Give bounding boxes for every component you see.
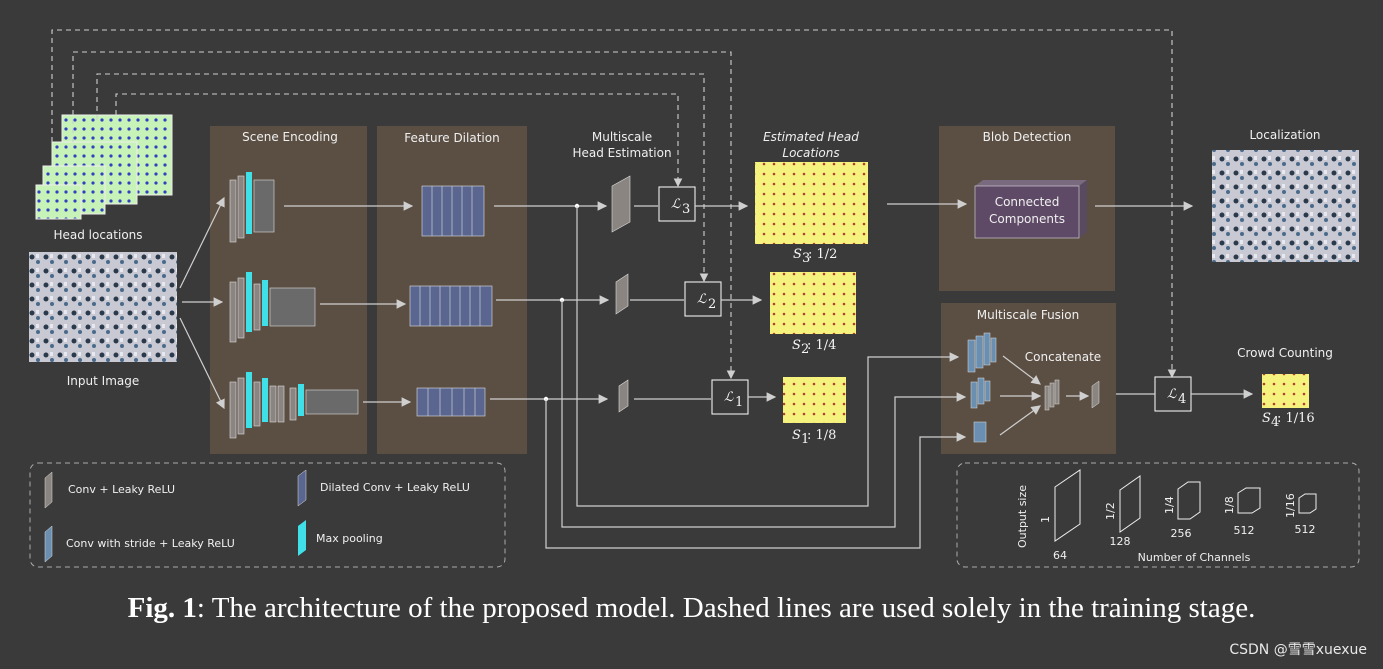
svg-text:ℒ: ℒ xyxy=(697,292,707,307)
localization-title: Localization xyxy=(1249,128,1320,142)
svg-text:ℒ: ℒ xyxy=(1167,387,1177,402)
svg-text:: 1/8: : 1/8 xyxy=(807,428,836,443)
svg-text:: 1/16: : 1/16 xyxy=(1277,411,1315,426)
connected-components-box: Connected Components xyxy=(974,180,1087,239)
svg-text:1/4: 1/4 xyxy=(1163,496,1176,514)
loss-box-2: ℒ 2 xyxy=(684,281,722,317)
heatmap-s4 xyxy=(1262,374,1309,408)
heatmap-s3 xyxy=(755,162,868,244)
svg-text:2: 2 xyxy=(801,342,809,357)
loss-box-3: ℒ 3 xyxy=(658,186,696,222)
svg-text:S: S xyxy=(793,247,802,262)
dilation-block-2 xyxy=(409,285,493,327)
size-legend xyxy=(956,462,1360,568)
encoder-branch-3 xyxy=(229,372,359,439)
estimated-head-title-1: Estimated Head xyxy=(763,130,859,144)
caption-text: : The architecture of the proposed model… xyxy=(196,592,1256,624)
scale-label-s2: S 2 : 1/4 xyxy=(792,338,836,357)
multiscale-head-title-2: Head Estimation xyxy=(572,146,671,160)
svg-text:S: S xyxy=(792,338,801,353)
svg-text:512: 512 xyxy=(1234,524,1255,537)
legend-pool: Max pooling xyxy=(316,532,383,545)
loss-2-sub: 2 xyxy=(708,297,716,312)
svg-text:1: 1 xyxy=(1039,516,1052,523)
legend-dilated: Dilated Conv + Leaky ReLU xyxy=(320,481,470,494)
scale-label-s1: S 1 : 1/8 xyxy=(792,428,836,447)
svg-text:128: 128 xyxy=(1110,535,1131,548)
dilation-block-3 xyxy=(416,387,486,417)
svg-text:S: S xyxy=(792,428,801,443)
svg-text:1/2: 1/2 xyxy=(1104,502,1117,520)
svg-text:1/8: 1/8 xyxy=(1223,496,1236,514)
fusion-stride-2 xyxy=(970,377,991,409)
legend-stride: Conv with stride + Leaky ReLU xyxy=(66,537,235,550)
head-locations-label: Head locations xyxy=(53,228,142,242)
loss-1-sub: 1 xyxy=(735,395,743,410)
svg-text:: 1/2: : 1/2 xyxy=(808,247,837,262)
head-conv-1 xyxy=(618,379,629,413)
loss-4-sub: 4 xyxy=(1178,392,1186,407)
concat-block xyxy=(1044,379,1060,411)
svg-text:3: 3 xyxy=(802,251,810,266)
blob-detection-title: Blob Detection xyxy=(983,130,1072,144)
layer-legend xyxy=(29,462,506,568)
multiscale-head-title-1: Multiscale xyxy=(592,130,652,144)
loss-3-sub: 3 xyxy=(682,202,690,217)
size-item-3: 1/4 256 xyxy=(1163,481,1201,540)
feature-dilation-title: Feature Dilation xyxy=(404,131,499,145)
fusion-stride-3 xyxy=(973,421,987,443)
heatmap-s1 xyxy=(783,377,846,423)
input-image xyxy=(29,252,177,362)
size-legend-output-size: Output size xyxy=(1016,485,1029,548)
encoder-branch-1 xyxy=(229,172,275,243)
svg-text:: 1/4: : 1/4 xyxy=(807,338,836,353)
figure-caption: Fig. 1: The architecture of the proposed… xyxy=(0,592,1383,625)
input-image-label: Input Image xyxy=(67,374,139,388)
size-item-5: 1/16 512 xyxy=(1284,493,1317,536)
svg-text:512: 512 xyxy=(1295,523,1316,536)
concatenate-title: Concatenate xyxy=(1025,350,1101,364)
estimated-head-title-2: Locations xyxy=(782,146,839,160)
loss-box-1: ℒ 1 xyxy=(711,379,749,415)
svg-text:64: 64 xyxy=(1053,549,1067,562)
size-item-1: 1 64 xyxy=(1039,469,1081,562)
training-dashed-lines xyxy=(51,29,1177,380)
scale-label-s3: S 3 : 1/2 xyxy=(793,247,837,266)
size-legend-channels: Number of Channels xyxy=(1138,551,1251,564)
svg-text:4: 4 xyxy=(1271,415,1279,430)
svg-text:ℒ: ℒ xyxy=(724,390,734,405)
legend-conv: Conv + Leaky ReLU xyxy=(68,483,175,496)
scale-label-s4: S 4 : 1/16 xyxy=(1262,411,1315,430)
head-locations-stack xyxy=(35,114,173,220)
encoder-branch-2 xyxy=(229,272,316,343)
svg-text:1/16: 1/16 xyxy=(1284,493,1297,518)
svg-text:1: 1 xyxy=(801,432,809,447)
dilation-block-1 xyxy=(421,185,485,237)
crowd-counting-title: Crowd Counting xyxy=(1237,346,1333,360)
svg-text:Components: Components xyxy=(989,212,1065,226)
head-conv-3 xyxy=(611,175,631,233)
svg-text:ℒ: ℒ xyxy=(671,197,681,212)
svg-text:Connected: Connected xyxy=(995,195,1060,209)
size-item-4: 1/8 512 xyxy=(1223,487,1261,537)
fusion-stride-1 xyxy=(967,332,997,373)
heatmap-s2 xyxy=(770,272,856,334)
multiscale-fusion-title: Multiscale Fusion xyxy=(977,308,1079,322)
loss-box-4: ℒ 4 xyxy=(1154,376,1192,412)
multiscale-fusion-panel xyxy=(941,303,1116,454)
watermark: CSDN @雪雪xuexue xyxy=(1229,642,1367,658)
size-item-2: 1/2 128 xyxy=(1104,475,1141,548)
svg-text:S: S xyxy=(1262,411,1271,426)
scene-encoding-title: Scene Encoding xyxy=(242,130,338,144)
svg-text:256: 256 xyxy=(1171,527,1192,540)
fusion-output-conv xyxy=(1091,380,1100,409)
head-conv-2 xyxy=(615,273,629,315)
caption-bold: Fig. 1 xyxy=(127,592,197,624)
localization-image xyxy=(1212,150,1359,262)
